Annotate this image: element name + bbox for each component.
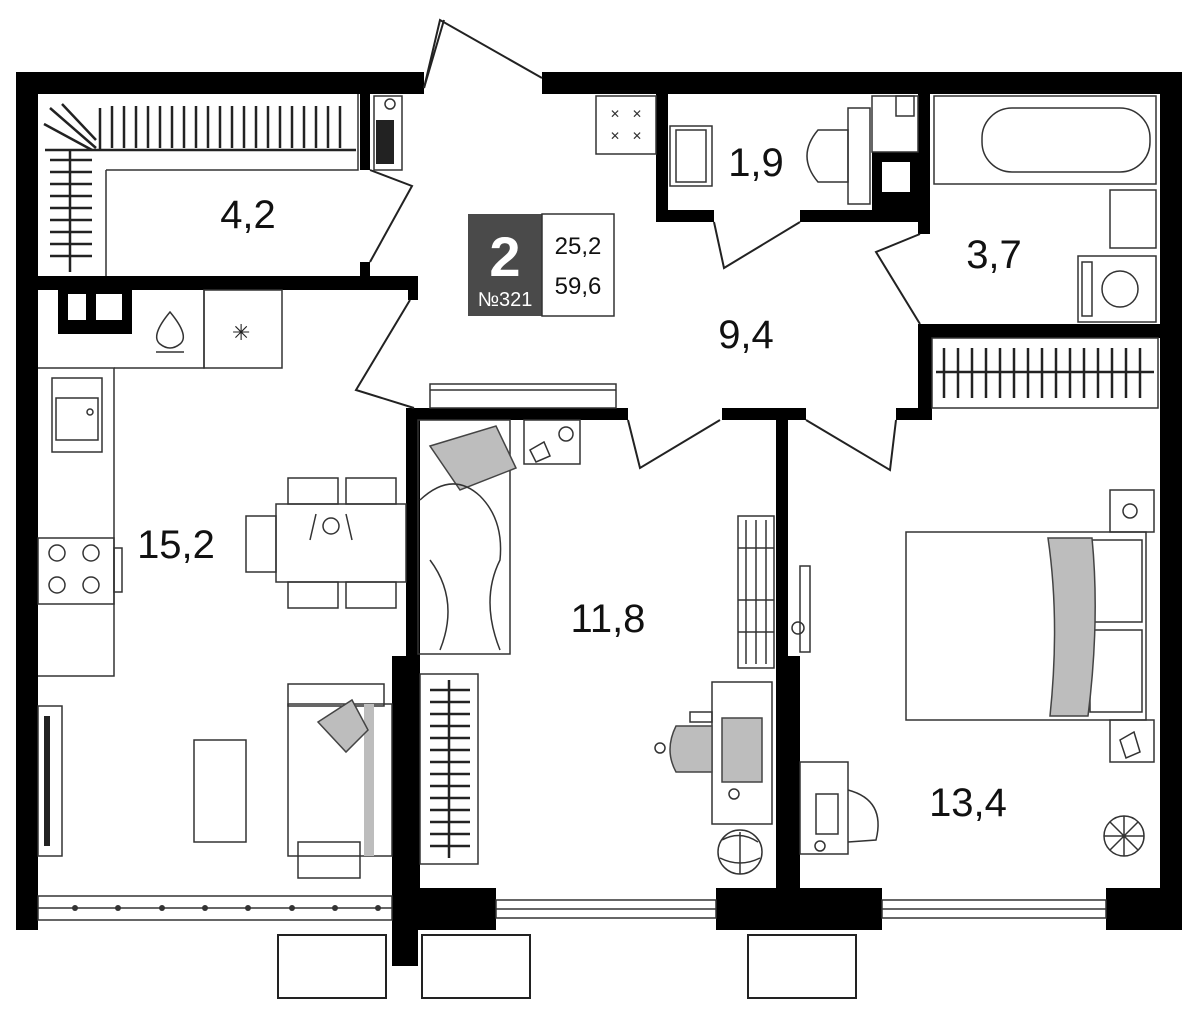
svg-text:✕: ✕ (632, 129, 642, 143)
wardrobe-small (419, 673, 479, 865)
bookshelf (737, 515, 775, 669)
doors (354, 18, 921, 472)
room-labels: 4,2 1,9 3,7 9,4 15,2 11,8 13,4 (137, 141, 1022, 825)
bathtub-icon (933, 95, 1157, 185)
svg-text:✕: ✕ (632, 107, 642, 121)
boiler-icon (373, 95, 403, 171)
water-drop-icon (155, 310, 185, 353)
svg-text:✕: ✕ (610, 107, 620, 121)
svg-text:✕: ✕ (610, 129, 620, 143)
room-area-hall: 9,4 (718, 313, 774, 357)
plant-icon (717, 829, 763, 875)
shoe-cabinet: ✕ ✕ ✕ ✕ (595, 95, 657, 155)
hall-bench (429, 383, 617, 409)
wardrobe-hanger-rail (43, 94, 359, 276)
coffee-table (193, 739, 247, 843)
room-area-bathroom: 3,7 (966, 233, 1022, 277)
exterior-boxes (277, 934, 857, 999)
single-bed (417, 419, 518, 655)
room-area-bedroom-large: 13,4 (929, 781, 1007, 825)
windows (37, 895, 1107, 921)
apartment-number: №321 (478, 289, 533, 311)
bedroom-desk (791, 565, 879, 855)
dining-table (245, 477, 407, 609)
washing-machine-icon (1077, 255, 1157, 323)
rooms-count: 2 (489, 225, 520, 288)
walls (16, 72, 1182, 966)
room-area-wardrobe: 4,2 (220, 193, 276, 237)
living-area: 25,2 (555, 233, 602, 260)
room-area-wc: 1,9 (728, 141, 784, 185)
stove-icon (37, 537, 123, 605)
nightstand (523, 419, 581, 465)
tv-stand (37, 705, 63, 857)
wardrobe-large (931, 337, 1159, 409)
room-area-bedroom-small: 11,8 (571, 597, 646, 641)
double-bed (905, 489, 1155, 763)
total-area: 59,6 (555, 273, 602, 300)
room-area-kitchen-living: 15,2 (137, 523, 215, 567)
toilet-icon (806, 95, 919, 205)
bathroom-sink-icon (1109, 189, 1157, 249)
kitchen-counter: ✳ (38, 289, 283, 677)
wc-sink-icon (669, 125, 713, 187)
bedroom-plant-icon (1103, 815, 1145, 857)
sofa (287, 683, 393, 879)
apartment-badge: 2 №321 25,2 59,6 (468, 213, 615, 317)
kitchen-sink-icon (51, 377, 103, 453)
svg-text:✳: ✳ (232, 320, 250, 345)
desk (654, 681, 773, 825)
